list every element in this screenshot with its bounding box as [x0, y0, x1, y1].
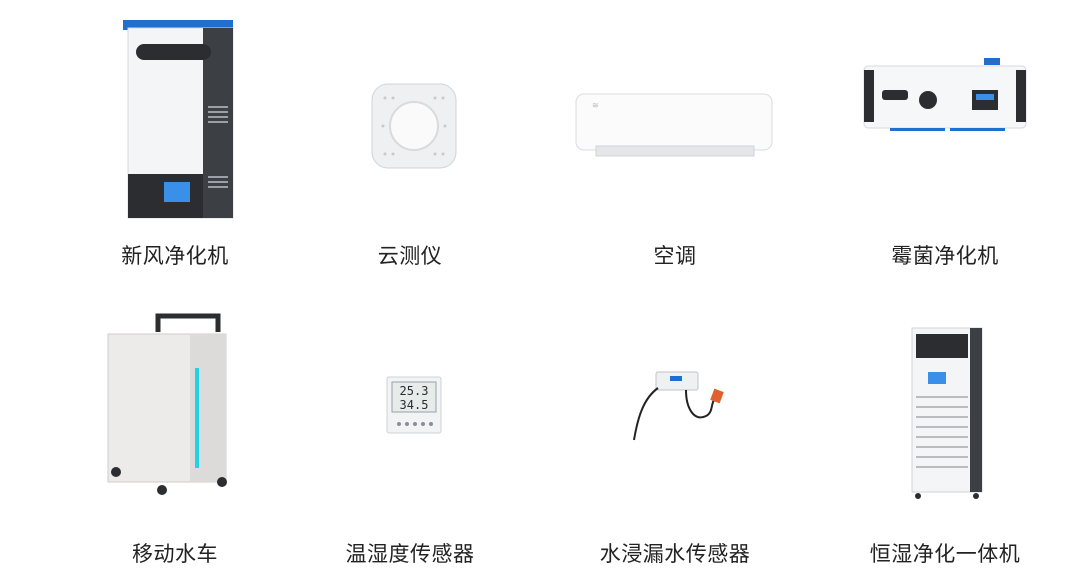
svg-text:≋: ≋	[592, 101, 599, 110]
mold-purifier-icon	[810, 56, 1080, 136]
sensor-reading-2: 34.5	[400, 398, 429, 412]
product-label: 云测仪	[377, 244, 443, 268]
product-label: 霉菌净化机	[891, 244, 999, 268]
product-label: 水浸漏水传感器	[599, 542, 751, 566]
humidity-purifier-icon	[810, 326, 1080, 501]
temp-humidity-sensor-icon: 25.3 34.5	[275, 374, 545, 436]
cloud-monitor-icon	[275, 80, 545, 170]
product-label: 空调	[653, 244, 697, 268]
fresh-air-purifier-icon	[40, 16, 310, 221]
sensor-reading-1: 25.3	[400, 384, 429, 398]
product-label: 新风净化机	[121, 244, 229, 268]
product-label: 温湿度传感器	[345, 542, 475, 566]
mobile-water-cart-icon	[40, 310, 310, 500]
air-conditioner-icon: ≋	[540, 92, 810, 162]
product-label: 移动水车	[132, 542, 218, 566]
product-label: 恒湿净化一体机	[869, 542, 1021, 566]
water-leak-sensor-icon	[540, 368, 810, 446]
